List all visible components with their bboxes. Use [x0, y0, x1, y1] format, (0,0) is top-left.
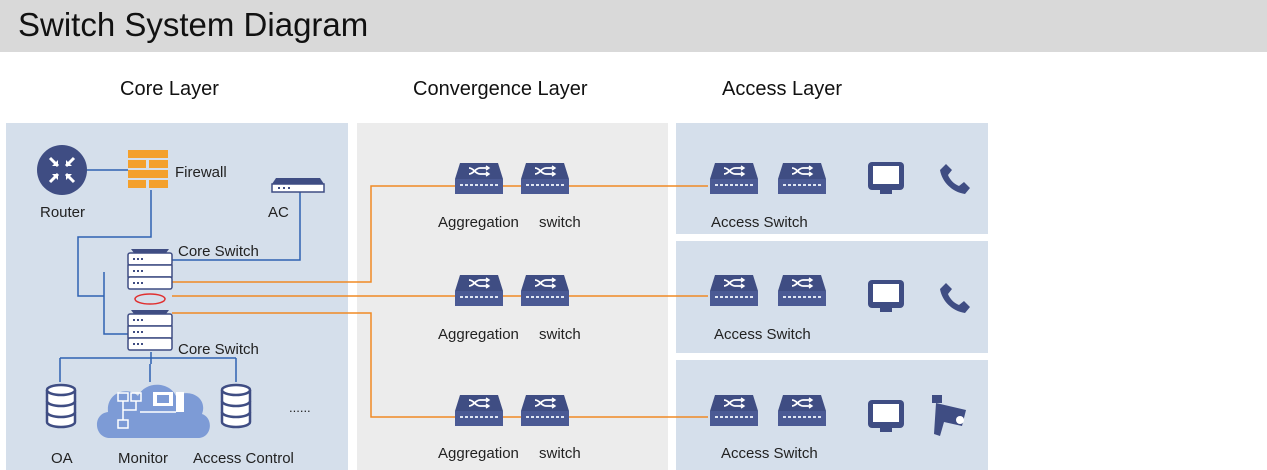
aggregation-label: Aggregation	[438, 445, 519, 462]
aggregation-switch-icon	[520, 162, 570, 195]
aggregation-switch-icon	[520, 274, 570, 307]
access-switch-icon	[777, 394, 827, 427]
ac-device-icon	[271, 178, 325, 193]
monitor-icon	[868, 400, 904, 432]
firewall-icon	[128, 150, 168, 188]
convergence-layer-heading: Convergence Layer	[413, 78, 588, 100]
access-switch-label: Access Switch	[721, 445, 818, 462]
switch-label: switch	[539, 445, 581, 462]
access-switch-label: Access Switch	[711, 214, 808, 231]
access-switch-icon	[709, 274, 759, 307]
camera-icon	[932, 395, 966, 436]
aggregation-label: Aggregation	[438, 326, 519, 343]
access-switch-icon	[777, 162, 827, 195]
firewall-label: Firewall	[175, 164, 227, 181]
access-switch-label: Access Switch	[714, 326, 811, 343]
monitor-label: Monitor	[118, 450, 169, 467]
core-layer-heading: Core Layer	[120, 78, 219, 100]
access-layer-heading: Access Layer	[722, 78, 843, 100]
switch-label: switch	[539, 214, 581, 231]
database-icon	[220, 383, 252, 429]
core-internal-links	[59, 169, 301, 382]
aggregation-switch-icon	[520, 394, 570, 427]
router-label: Router	[40, 204, 86, 221]
title-bar: Switch System Diagram	[0, 0, 1267, 52]
core-switch-bottom-label: Core Switch	[178, 341, 259, 358]
aggregation-switch-icon	[454, 162, 504, 195]
core-switch-top-label: Core Switch	[178, 243, 259, 260]
phone-icon	[940, 283, 970, 313]
router-icon	[37, 145, 87, 195]
network-cloud-icon	[96, 384, 210, 438]
database-icon	[45, 383, 77, 429]
core-switch-icon	[127, 309, 173, 351]
aggregation-switch-icon	[454, 274, 504, 307]
access-control-label: Access Control	[193, 450, 294, 467]
aggregation-switch-icon	[454, 394, 504, 427]
switch-label: switch	[539, 326, 581, 343]
stack-ring-icon	[134, 293, 166, 305]
access-switch-icon	[709, 162, 759, 195]
monitor-icon	[868, 162, 904, 194]
ac-label: AC	[268, 204, 289, 221]
access-switch-icon	[777, 274, 827, 307]
page-title: Switch System Diagram	[18, 6, 369, 43]
core-switch-icon	[127, 248, 173, 290]
aggregation-label: Aggregation	[438, 214, 519, 231]
more-devices-ellipsis: ......	[289, 400, 311, 415]
phone-icon	[940, 164, 970, 194]
oa-label: OA	[51, 450, 73, 467]
monitor-icon	[868, 280, 904, 312]
access-switch-icon	[709, 394, 759, 427]
